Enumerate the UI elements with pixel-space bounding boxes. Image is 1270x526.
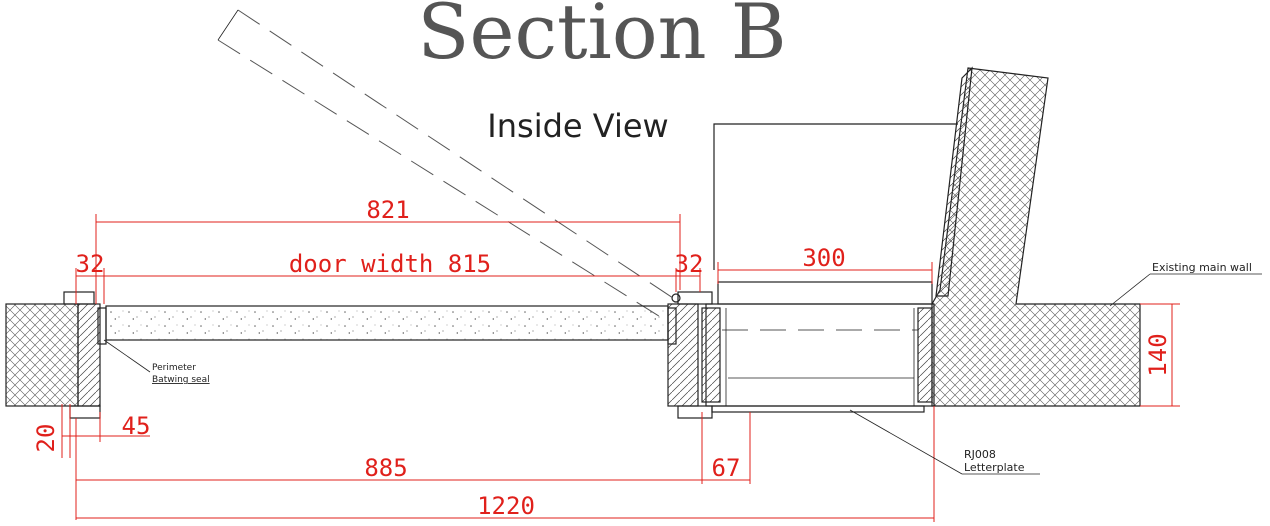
door-leaf [105, 293, 681, 341]
dimension-140: 140 [1140, 303, 1180, 407]
dimension-821: 821 [95, 196, 681, 304]
view-label: Inside View [487, 107, 668, 145]
dimension-door-width: 32 door width 815 32 [75, 250, 704, 304]
existing-main-wall [931, 66, 1141, 407]
dim-885-label: 885 [364, 454, 407, 482]
dim-140-label: 140 [1144, 333, 1172, 376]
dim-45-label: 45 [122, 412, 151, 440]
seal-note-line1: Perimeter [152, 363, 196, 373]
letterplate-housing [701, 123, 958, 413]
dim-67-label: 67 [712, 454, 741, 482]
seal-note-line2: Batwing seal [152, 375, 210, 385]
right-jamb [667, 291, 713, 419]
dim-300-label: 300 [802, 244, 845, 272]
letterplate-note-line2: Letterplate [964, 461, 1025, 474]
dimension-20-45: 20 45 [32, 404, 150, 458]
letterplate-note-line1: RJ008 [964, 448, 996, 461]
dimension-300: 300 [717, 244, 933, 284]
dimension-885: 885 [75, 412, 703, 520]
left-jamb [5, 291, 107, 419]
letterplate-annotation: RJ008 Letterplate [849, 409, 1040, 475]
drawing-title: Section B [417, 0, 786, 76]
seal-annotation: Perimeter Batwing seal [103, 339, 210, 385]
wall-note: Existing main wall [1152, 261, 1252, 274]
dim-1220-label: 1220 [477, 492, 535, 520]
dimension-67: 67 [702, 412, 751, 484]
dim-32-right-label: 32 [675, 250, 704, 278]
door-swing-outline [217, 9, 677, 319]
dim-20-label: 20 [32, 424, 60, 453]
dim-door-width-label: door width 815 [289, 250, 491, 278]
wall-annotation: Existing main wall [1109, 261, 1262, 307]
dim-821-label: 821 [366, 196, 409, 224]
dimension-1220: 1220 [76, 406, 935, 522]
dim-32-left-label: 32 [76, 250, 105, 278]
